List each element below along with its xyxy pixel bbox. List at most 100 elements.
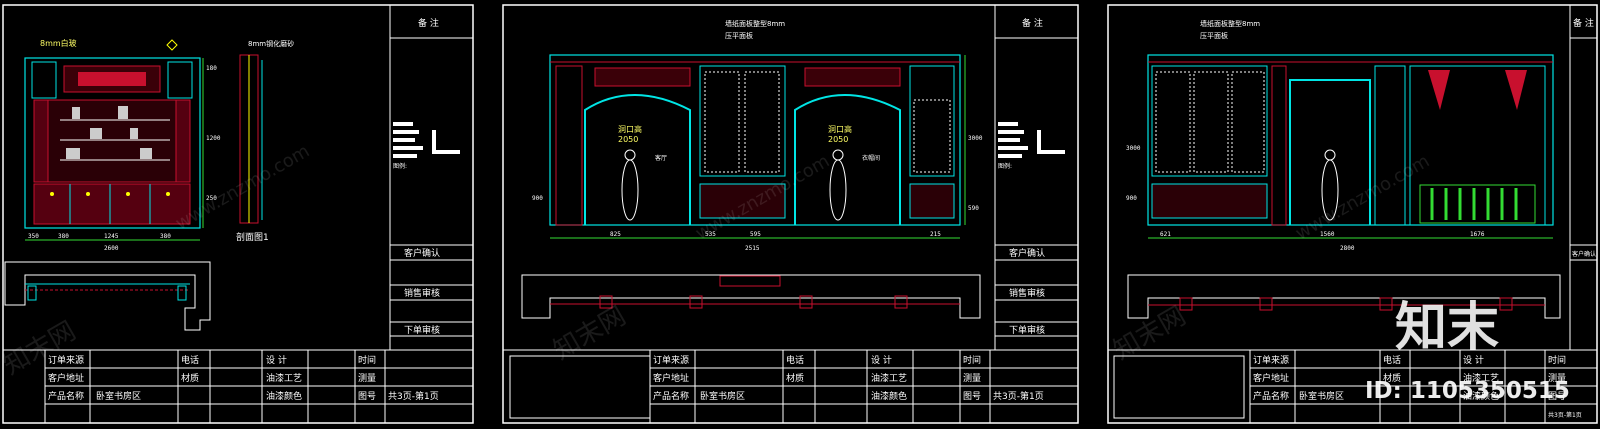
sheet-1-plan-view [4,261,211,331]
sheet-1-cabinet-elevation: 8mm白玻 180 1200 250 350 380 1245 380 2600 [24,38,221,252]
sheet-1-section-detail: 8mm钢化磨砂 剖面图1 [236,39,294,243]
sheet-3-border [1107,4,1598,424]
dim-s1-d: 350 [28,233,39,240]
callout-frosted: 8mm钢化磨砂 [248,39,294,48]
tb1-order-source: 订单来源 [48,354,84,366]
tb2-material: 材质 [786,372,804,384]
dim-s1-f: 1245 [104,233,119,240]
tb2-measure: 测量 [963,373,981,384]
dim-s3-a: 621 [1160,231,1171,238]
tb1-measure: 测量 [358,373,376,384]
callout-flat: 压平面板 [725,31,753,40]
room-living: 客厅 [655,154,667,162]
watermark-layer: 知末网 www.znzmo.com 知末网 www.znzmo.com 知末网 … [0,141,1570,404]
dim-s2-total: 2515 [745,245,760,252]
signoff-sales: 销售审核 [404,287,440,299]
section-label: 剖面图1 [236,231,269,243]
notes-header: 备 注 [418,17,439,29]
dim-s3-c: 1676 [1470,231,1485,238]
tb2-time: 时间 [963,354,981,366]
watermark-site-1: www.znzmo.com [172,141,313,235]
tb3-drawing-no: 图号 [1548,391,1566,402]
tb1-client-address: 客户地址 [48,372,84,384]
signoff-client: 客户确认 [404,247,440,259]
watermark-brand: 知末 [1395,298,1499,358]
tb3-client-address: 客户地址 [1253,372,1289,384]
dim-s2-base: 590 [968,205,979,212]
tb3-material: 材质 [1383,372,1401,384]
dim-s1-c: 250 [206,195,217,202]
sheet-2-border [502,4,1079,424]
dim-s1-b: 1200 [206,135,221,142]
dim-s2-d: 215 [930,231,941,238]
tb3-paint-color: 油漆颜色 [1463,390,1499,402]
tb1-time: 时间 [358,354,376,366]
tb1-paint-process: 油漆工艺 [266,372,302,384]
watermark-cn-1: 知末网 [0,316,81,381]
dim-s2-b: 535 [705,231,716,238]
tb2-phone: 电话 [786,354,804,366]
watermark-site-3: www.znzmo.com [1292,151,1433,245]
tb3-paint-process: 油漆工艺 [1463,372,1499,384]
tb3-measure: 测量 [1548,373,1566,384]
dim-s2-h: 3000 [968,135,983,142]
tb2-drawing-no: 图号 [963,391,981,402]
tb3-order-source: 订单来源 [1253,354,1289,366]
callout-panel: 墙纸面板整型8mm [1200,19,1260,28]
tb2-sheet-value: 共3页-第1页 [993,390,1044,402]
sheet-1-border [2,4,474,424]
signoff-client: 客户确认 [1009,247,1045,259]
dim-s3-h: 3000 [1126,145,1141,152]
tb3-product-name: 产品名称 [1253,390,1289,402]
notes-caption: 图例: [998,162,1012,170]
dim-s1-total: 2600 [104,245,119,252]
tb2-design: 设 计 [871,354,892,366]
sheet-3: 备 注 客户确认 [1107,4,1598,424]
tb1-material: 材质 [181,372,199,384]
sheet-2-title-block: 订单来源 客户地址 产品名称 卧室书房区 电话 材质 设 计 油漆工艺 油漆颜色… [503,349,1078,423]
dim-s3-total: 2800 [1340,245,1355,252]
sheet-1-title-block: 订单来源 客户地址 产品名称 卧室书房区 电话 材质 设 计 油漆工艺 油漆颜色… [3,349,473,423]
tb1-paint-color: 油漆颜色 [266,390,302,402]
tb3-time: 时间 [1548,354,1566,366]
tb1-product-name: 产品名称 [48,390,84,402]
dim-s1-g: 380 [160,233,171,240]
tb1-design: 设 计 [266,354,287,366]
callout-panel: 墙纸面板整型8mm [725,19,785,28]
notes-header: 备 注 [1022,17,1043,29]
sheet-1-notes-column: 备 注 图例: 客户确认 销售审核 下单审核 [389,5,473,350]
sheet-2-notes-column: 备 注 图例: 客户确认 销售审核 下单审核 [994,5,1078,350]
callout-flat: 压平面板 [1200,31,1228,40]
tb2-order-source: 订单来源 [653,354,689,366]
notes-header: 备 注 [1573,17,1594,29]
tb2-product-name: 产品名称 [653,390,689,402]
signoff-order: 下单审核 [1009,324,1045,336]
tb2-paint-color: 油漆颜色 [871,390,907,402]
signoff-client: 客户确认 [1572,250,1596,258]
tb3-design: 设 计 [1463,354,1484,366]
tb1-drawing-no: 图号 [358,391,376,402]
tb1-product-value: 卧室书房区 [96,390,141,402]
arch-2-label: 洞口高 [828,124,852,134]
sheet-3-title-block: 订单来源 客户地址 产品名称 卧室书房区 电话 材质 设 计 油漆工艺 油漆颜色… [1108,349,1597,423]
signoff-order: 下单审核 [404,324,440,336]
tb3-phone: 电话 [1383,354,1401,366]
sheet-2: 备 注 图例: 客户确认 销售审核 下单审核 [502,4,1079,424]
tb2-product-value: 卧室书房区 [700,390,745,402]
dim-s2-a: 825 [610,231,621,238]
dim-s1-a: 180 [206,65,217,72]
sheet-3-notes-column: 备 注 客户确认 [1569,5,1597,350]
sheet-3-plan-view [1127,274,1561,319]
dim-s3-base: 900 [1126,195,1137,202]
tb1-sheet-value: 共3页-第1页 [388,390,439,402]
arch-1-label: 洞口高 [618,124,642,134]
sheet-3-wall-elevation: 墙纸面板整型8mm 压平面板 3000 900 621 1560 1676 28… [1126,19,1554,252]
dim-s1-e: 380 [58,233,69,240]
tb3-sheet-value: 共3页-第1页 [1548,411,1582,419]
tb2-paint-process: 油漆工艺 [871,372,907,384]
room-cloakroom: 衣帽间 [862,154,880,162]
tb2-client-address: 客户地址 [653,372,689,384]
sheet-1: 备 注 图例: 客户确认 销售审核 下单审核 [2,4,474,424]
tb3-product-value: 卧室书房区 [1299,390,1344,402]
